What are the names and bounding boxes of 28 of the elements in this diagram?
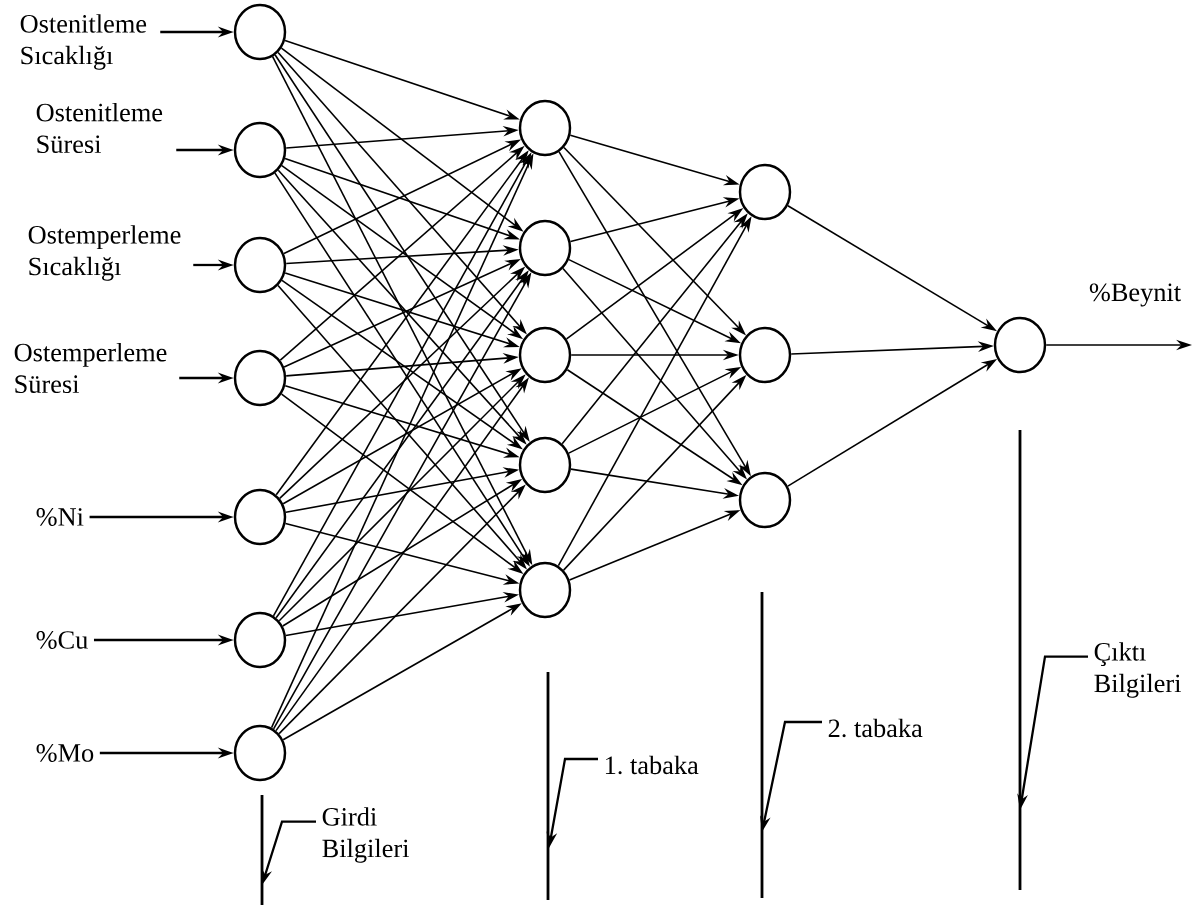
neuron-circle [233,724,287,782]
input-label: Ostemperleme Sıcaklığı [28,225,181,281]
layer-label: 2. tabaka [828,718,923,738]
neuron-circle [233,121,287,179]
input-label: Ostemperleme Süresi [14,342,167,394]
neuron-circle [233,611,287,669]
input-label: %Cu [36,631,88,649]
neuron-circle [518,219,572,277]
input-label: %Ni [36,508,84,526]
layer-label: Girdi Bilgileri [322,807,409,863]
neuron-circle [518,99,572,157]
layer-label: 1. tabaka [605,755,699,775]
neuron-circle [738,326,792,384]
neuron-circle [233,3,287,61]
neuron-circle [518,326,572,384]
input-label: %Mo [36,744,94,762]
input-label: Ostenitleme Sıcaklığı [20,14,147,70]
neuron-circle [993,316,1047,374]
neuron-circle [738,163,792,221]
input-label: Ostenitleme Süresi [36,102,163,154]
neuron-circle [738,471,792,529]
layer-label: Çıktı Bilgileri [1094,642,1181,698]
edge-label: %Beynit [1087,281,1183,309]
neuron-circle [518,561,572,619]
neuron-circle [233,349,287,407]
neuron-circle [233,236,287,294]
neuron-circle [518,436,572,494]
neuron-circle [233,488,287,546]
